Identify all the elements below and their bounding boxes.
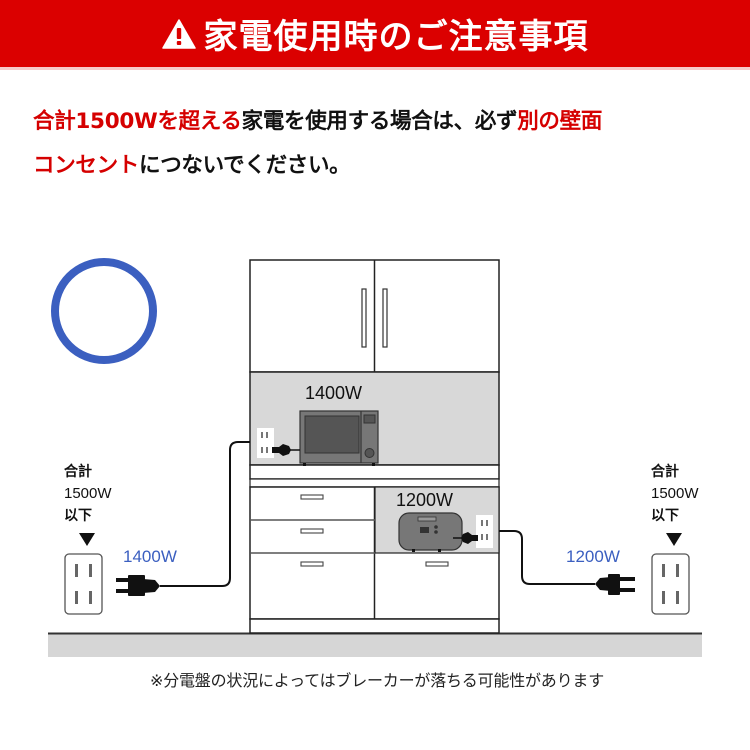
page-title: 家電使用時のご注意事項 — [203, 17, 589, 57]
warning-triangle-icon — [161, 18, 196, 49]
microwave-wattage: 1400W — [305, 383, 363, 403]
drawer-handle — [300, 528, 324, 534]
power-cord-left — [116, 441, 250, 596]
floor — [48, 632, 702, 657]
drawer-handle — [300, 494, 324, 500]
lead-text-middle: 家電を使用する場合は、必ず — [241, 109, 518, 134]
rice-cooker-wattage: 1200W — [396, 490, 454, 510]
door-handle — [361, 288, 367, 348]
drawer-handle — [300, 561, 324, 567]
lead-highlight-outlet: コンセント — [33, 153, 140, 178]
microwave-icon — [299, 410, 379, 466]
limit-below-label: 以下 — [64, 508, 92, 524]
rice-cooker-icon — [398, 512, 463, 552]
limit-watt-label: 1500W — [64, 485, 112, 502]
header-banner: 家電使用時のご注意事項 — [0, 0, 750, 70]
door-handle — [382, 288, 388, 348]
power-cord-right — [499, 530, 635, 595]
shelf-outlet-right — [453, 515, 493, 548]
lead-highlight-wall: 別の壁面 — [517, 109, 603, 134]
left-cord-wattage: 1400W — [123, 547, 177, 566]
wall-outlet-right — [651, 553, 690, 615]
arrow-down-icon — [79, 533, 95, 546]
lead-text-end: につないでください。 — [139, 153, 351, 178]
circle-ok-icon — [51, 258, 157, 364]
footnote: ※分電盤の状況によってはブレーカーが落ちる可能性があります — [150, 671, 605, 690]
right-cord-wattage: 1200W — [566, 547, 620, 566]
arrow-down-icon — [666, 533, 682, 546]
right-outlet-limit-label: 合計 1500W 以下 — [651, 461, 721, 546]
wall-outlet-left — [64, 553, 103, 615]
limit-watt-label: 1500W — [651, 485, 699, 502]
left-outlet-limit-label: 合計 1500W 以下 — [64, 461, 134, 546]
shelf-outlet-left — [257, 428, 300, 458]
limit-total-label: 合計 — [651, 464, 679, 480]
lead-text: 合計1500Wを超える家電を使用する場合は、必ず別の壁面コンセントにつないでくだ… — [33, 100, 733, 188]
lead-highlight-over-limit: 合計1500Wを超える — [33, 109, 242, 134]
limit-below-label: 以下 — [651, 508, 679, 524]
limit-total-label: 合計 — [64, 464, 92, 480]
drawer-handle — [425, 561, 449, 567]
